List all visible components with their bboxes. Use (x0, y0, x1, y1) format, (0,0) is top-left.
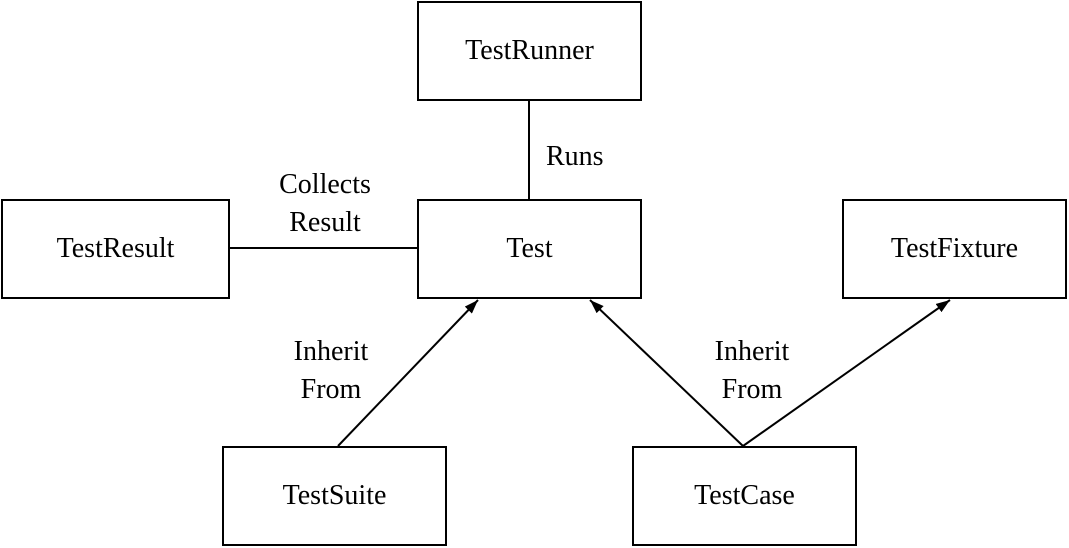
edge-label-inherit-left-line1: Inherit (293, 336, 369, 367)
edge-testcase-inherit-testfixture (742, 299, 951, 447)
node-testcase: TestCase (632, 446, 857, 546)
node-testrunner: TestRunner (417, 1, 642, 101)
node-testresult: TestResult (1, 199, 230, 299)
edge-label-collects-result: Collects Result (265, 166, 385, 242)
edge-label-inherit-right-line1: Inherit (714, 336, 790, 367)
node-testsuite-label: TestSuite (282, 480, 387, 511)
edge-testcase-inherit-test (589, 299, 744, 447)
edge-label-inherit-left-line2: From (300, 374, 362, 405)
node-test-label: Test (506, 233, 553, 264)
node-test: Test (417, 199, 642, 299)
edge-label-runs-text: Runs (546, 141, 604, 172)
node-testfixture-label: TestFixture (890, 233, 1019, 264)
edge-label-collects-line1: Collects (279, 169, 371, 200)
node-testfixture: TestFixture (842, 199, 1067, 299)
node-testsuite: TestSuite (222, 446, 447, 546)
edge-label-inherit-right: Inherit From (692, 333, 812, 409)
node-testresult-label: TestResult (56, 233, 175, 264)
edge-label-runs: Runs (546, 138, 604, 176)
node-testcase-label: TestCase (694, 480, 795, 511)
edge-label-inherit-right-line2: From (721, 374, 783, 405)
edge-label-inherit-left: Inherit From (271, 333, 391, 409)
edge-testsuite-inherit-test (337, 299, 479, 447)
node-testrunner-label: TestRunner (465, 35, 594, 66)
edge-label-collects-line2: Result (289, 207, 361, 238)
